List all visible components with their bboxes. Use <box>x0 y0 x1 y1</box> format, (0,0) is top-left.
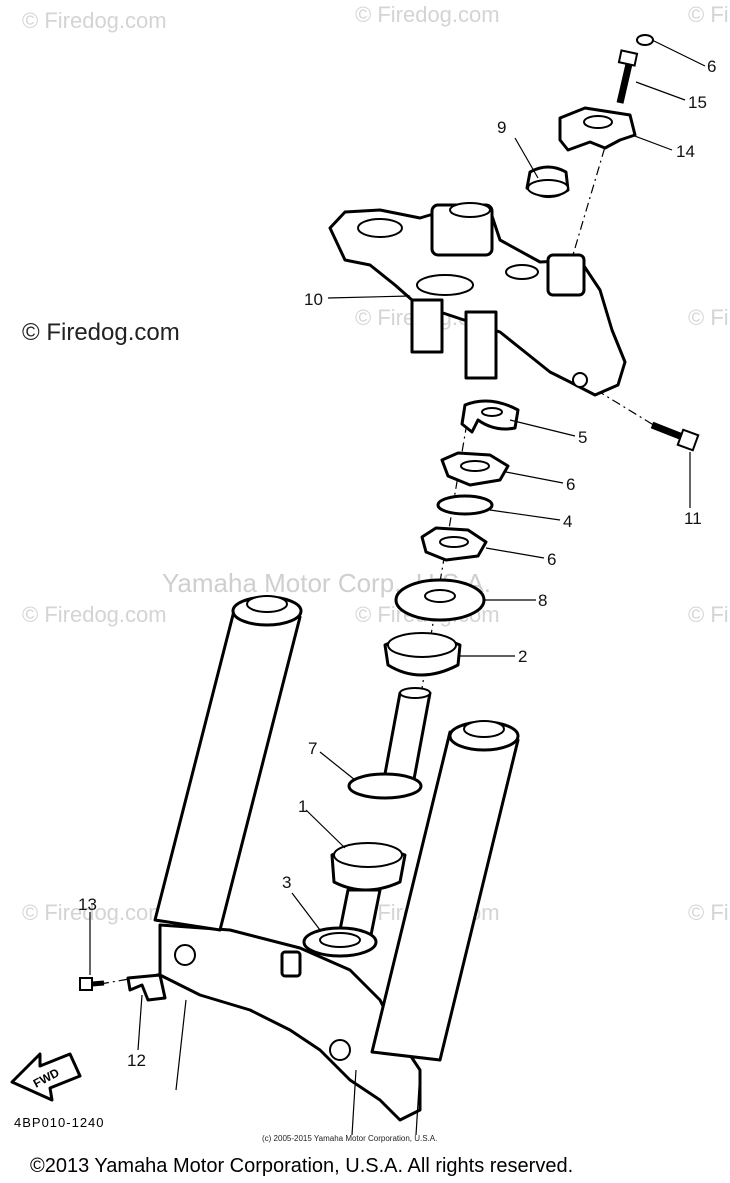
part-ring-nut-upper <box>440 451 510 487</box>
copyright-footer: ©2013 Yamaha Motor Corporation, U.S.A. A… <box>30 1155 573 1177</box>
watermark-main: © Firedog.com <box>22 319 180 346</box>
part-bearing-race-upper <box>383 632 462 677</box>
callout-12: 12 <box>127 1051 146 1070</box>
watermark-mid-right: © Firedog.com <box>688 305 730 330</box>
callout-13: 13 <box>78 895 97 914</box>
part-nut-9 <box>525 165 570 198</box>
part-cable-clamp <box>126 973 167 1002</box>
part-seal <box>347 772 423 800</box>
callout-7: 7 <box>308 739 317 758</box>
part-cap <box>636 34 654 46</box>
diagram-code: 4BP010-1240 <box>14 1115 105 1130</box>
callout-14: 14 <box>676 142 695 161</box>
part-upper-bracket <box>328 202 627 397</box>
callout-11: 11 <box>684 509 702 528</box>
fork-right-axis-right <box>415 1069 421 1136</box>
callout-4: 4 <box>563 512 572 531</box>
part-lower-bracket <box>158 923 422 1122</box>
part-washer-5 <box>460 399 520 434</box>
part-fork-tube-right <box>370 720 520 1062</box>
part-fork-tube-left <box>153 595 303 932</box>
fwd-arrow: FWD <box>10 1052 82 1102</box>
part-handlebar-holder <box>558 106 637 152</box>
callout-1: 1 <box>298 797 307 816</box>
callout-8: 8 <box>538 591 547 610</box>
part-bearing-cover <box>394 578 486 622</box>
part-bearing-race-lower <box>302 926 378 958</box>
callout-15: 15 <box>688 93 707 112</box>
callout-6-mid: 6 <box>566 475 575 494</box>
assembly-axis-bolt <box>579 379 666 433</box>
callout-5: 5 <box>578 428 587 447</box>
callout-3: 3 <box>282 873 291 892</box>
callout-2: 2 <box>518 647 527 666</box>
callout-9: 9 <box>497 118 506 137</box>
watermark-top-center: © Firedog.com <box>355 2 500 27</box>
callout-6-top: 6 <box>707 57 716 76</box>
part-screw-13 <box>79 977 105 991</box>
watermark-row4-right: © Firedog.com <box>688 900 730 925</box>
part-ring-nut-lower <box>420 526 488 562</box>
part-bolt-11 <box>650 421 700 452</box>
watermark-top-left: © Firedog.com <box>22 8 167 33</box>
part-lock-washer <box>436 494 494 516</box>
callout-6-low: 6 <box>547 550 556 569</box>
watermark-top-right: © Firedog.com <box>688 2 730 27</box>
watermark-row4-left: © Firedog.com <box>22 900 167 925</box>
watermark-row3-right: © Firedog.com <box>688 602 730 627</box>
watermark-row3-left: © Firedog.com <box>22 602 167 627</box>
part-bolt-15 <box>616 49 639 104</box>
callout-10: 10 <box>304 290 323 309</box>
part-bearing-lower <box>330 842 407 892</box>
fork-right-axis-left <box>351 1069 357 1136</box>
small-copyright-notice: (c) 2005-2015 Yamaha Motor Corporation, … <box>262 1134 437 1143</box>
fork-left-axis <box>175 999 187 1091</box>
assembly-axis-pinch <box>569 129 611 266</box>
